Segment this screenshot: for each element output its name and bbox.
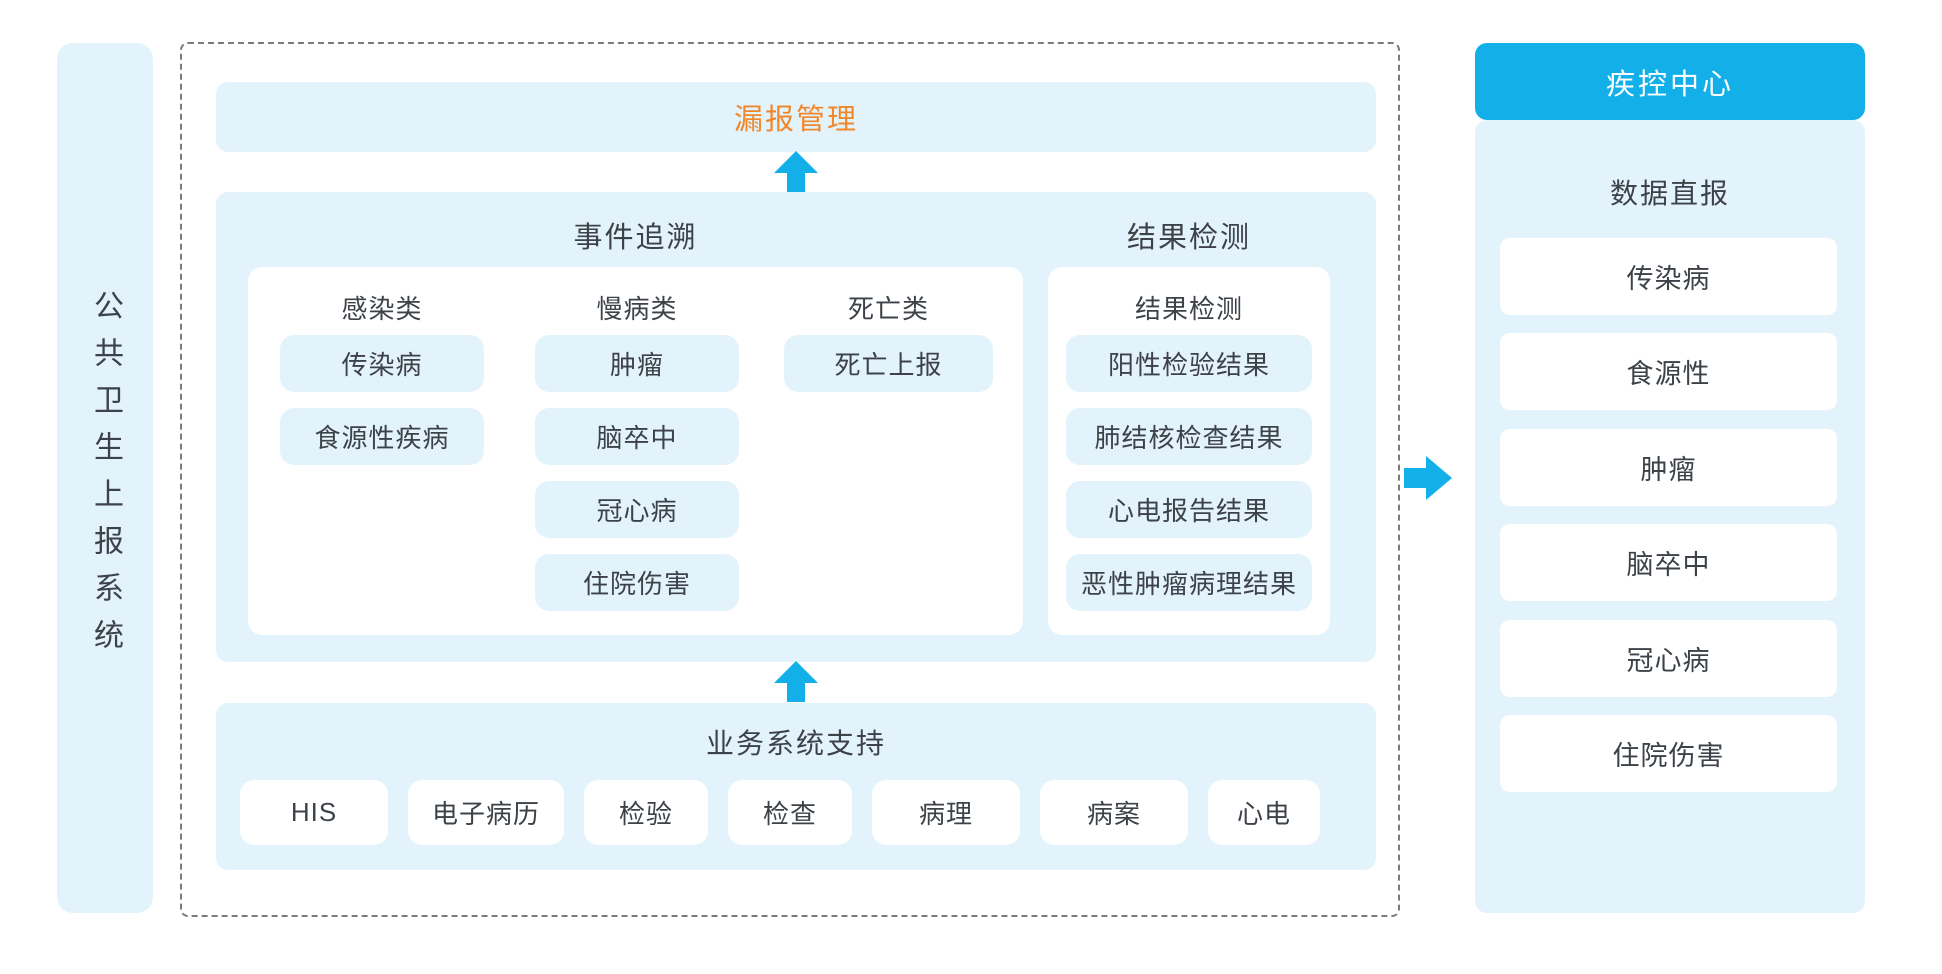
cdc-item-coronary-heart-disease: 冠心病 bbox=[1500, 620, 1837, 697]
sidebar-vertical-label: 公共卫生上报系统 bbox=[89, 290, 122, 666]
result-detection-box: 结果检测 阳性检验结果 肺结核检查结果 心电报告结果 恶性肿瘤病理结果 bbox=[1048, 267, 1330, 635]
missed-report-label: 漏报管理 bbox=[733, 104, 858, 136]
direct-report-title: 数据直报 bbox=[1609, 178, 1730, 209]
item-tumor: 肿瘤 bbox=[535, 335, 739, 392]
missed-report-management-bar: 漏报管理 bbox=[216, 82, 1376, 152]
system-medical-record: 病案 bbox=[1040, 780, 1188, 845]
cdc-item-hospital-injury: 住院伤害 bbox=[1500, 715, 1837, 792]
event-trace-box: 感染类 慢病类 死亡类 传染病 食源性疾病 肿瘤 脑卒中 冠心病 住院伤害 死亡… bbox=[248, 267, 1023, 635]
tracing-detection-container: 事件追溯 结果检测 感染类 慢病类 死亡类 传染病 食源性疾病 肿瘤 脑卒中 冠… bbox=[216, 192, 1376, 662]
up-arrow-icon bbox=[774, 661, 818, 702]
cdc-center-header: 疾控中心 bbox=[1475, 43, 1865, 120]
result-detection-title: 结果检测 bbox=[1126, 222, 1251, 254]
item-malignant-tumor-pathology-result: 恶性肿瘤病理结果 bbox=[1066, 554, 1312, 611]
event-trace-title: 事件追溯 bbox=[573, 222, 698, 254]
up-arrow-icon bbox=[774, 151, 818, 192]
cdc-item-foodborne: 食源性 bbox=[1500, 333, 1837, 410]
item-stroke: 脑卒中 bbox=[535, 408, 739, 465]
system-ecg: 心电 bbox=[1208, 780, 1320, 845]
cdc-center-label: 疾控中心 bbox=[1605, 68, 1734, 101]
item-positive-test-result: 阳性检验结果 bbox=[1066, 335, 1312, 392]
system-pathology: 病理 bbox=[872, 780, 1020, 845]
system-emr: 电子病历 bbox=[408, 780, 564, 845]
column-header-infection: 感染类 bbox=[341, 294, 423, 324]
up-arrow-stem bbox=[787, 683, 805, 702]
business-support-title: 业务系统支持 bbox=[705, 728, 886, 759]
item-ecg-report-result: 心电报告结果 bbox=[1066, 481, 1312, 538]
cdc-direct-report-panel: 数据直报 传染病 食源性 肿瘤 脑卒中 冠心病 住院伤害 bbox=[1475, 120, 1865, 913]
up-arrow-stem bbox=[787, 173, 805, 192]
column-header-death: 死亡类 bbox=[847, 294, 929, 324]
cdc-item-infectious-disease: 传染病 bbox=[1500, 238, 1837, 315]
item-hospital-injury: 住院伤害 bbox=[535, 554, 739, 611]
column-header-result-detection: 结果检测 bbox=[1134, 294, 1243, 324]
cdc-item-stroke: 脑卒中 bbox=[1500, 524, 1837, 601]
cdc-item-tumor: 肿瘤 bbox=[1500, 429, 1837, 506]
up-arrow-head bbox=[774, 661, 818, 683]
item-tuberculosis-exam-result: 肺结核检查结果 bbox=[1066, 408, 1312, 465]
system-his: HIS bbox=[240, 780, 388, 845]
system-boundary-dashed-frame bbox=[180, 42, 1400, 917]
up-arrow-head bbox=[774, 151, 818, 173]
public-health-system-sidebar: 公共卫生上报系统 bbox=[57, 43, 153, 913]
item-foodborne-disease: 食源性疾病 bbox=[280, 408, 484, 465]
right-arrow-stem bbox=[1404, 468, 1426, 488]
item-death-report: 死亡上报 bbox=[784, 335, 993, 392]
item-infectious-disease: 传染病 bbox=[280, 335, 484, 392]
business-support-bar: 业务系统支持 HIS 电子病历 检验 检查 病理 病案 心电 bbox=[216, 703, 1376, 870]
system-exam: 检查 bbox=[728, 780, 852, 845]
column-header-chronic: 慢病类 bbox=[596, 294, 678, 324]
item-coronary-heart-disease: 冠心病 bbox=[535, 481, 739, 538]
right-arrow-head bbox=[1426, 456, 1452, 500]
business-systems-row: HIS 电子病历 检验 检查 病理 病案 心电 bbox=[240, 780, 1320, 845]
right-arrow-icon bbox=[1404, 456, 1452, 500]
system-lab: 检验 bbox=[584, 780, 708, 845]
